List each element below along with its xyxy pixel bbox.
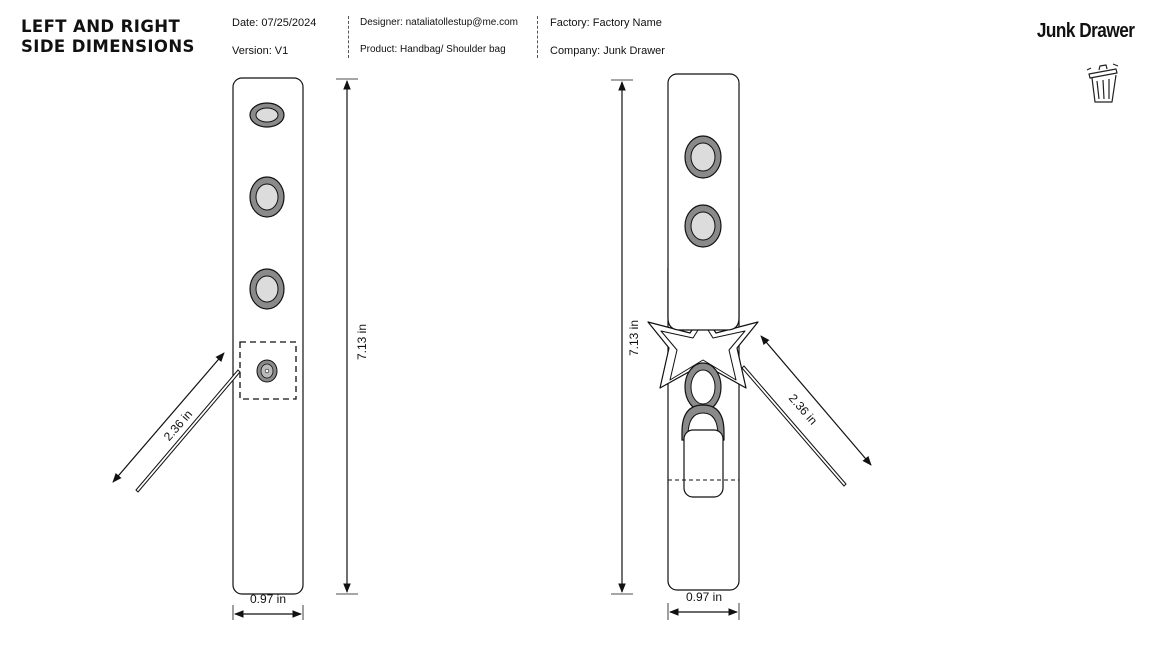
page-title: LEFT AND RIGHT SIDE DIMENSIONS [21,17,195,57]
title-line-1: LEFT AND RIGHT [21,17,181,36]
title-line-2: SIDE DIMENSIONS [21,37,195,56]
product-field: Product: Handbag/ Shoulder bag [360,44,506,55]
right-diagonal-extension [741,365,847,487]
left-grommet-middle [249,176,285,218]
right-height-label: 7.13 in [627,320,641,356]
trash-bin-icon [1086,63,1119,103]
date-field: Date: 07/25/2024 [232,17,317,29]
company-field: Company: Junk Drawer [550,45,665,57]
left-strap-body [232,77,304,595]
right-diagonal-dimension-line [760,335,872,466]
right-side-view: 7.13 in 0.97 in 2.36 in [611,73,872,620]
left-snap-area-dashed [239,341,297,400]
right-oval-ring [684,362,722,412]
header-divider-2 [537,16,538,58]
left-diagonal-dimension-line [112,352,225,483]
designer-field: Designer: nataliatollestup@me.com [360,17,519,28]
left-snap-button [256,359,278,383]
version-field: Version: V1 [232,45,289,57]
brand-name: Junk Drawer [1036,20,1134,42]
left-grommet-lower [249,268,285,310]
left-diagonal-extension [135,369,241,493]
left-width-label: 0.97 in [250,592,286,606]
right-grommet-upper [684,135,722,179]
factory-field: Factory: Factory Name [550,17,662,29]
right-grommet-lower [684,204,722,248]
left-diagonal-label: 2.36 in [161,407,195,443]
right-width-label: 0.97 in [686,590,722,604]
header-divider-1 [348,16,349,58]
left-side-view: 7.13 in 0.97 in 2.36 in [112,77,369,620]
left-height-label: 7.13 in [355,324,369,360]
right-lower-tab [683,429,724,498]
left-grommet-top [249,102,285,128]
right-upper-tab [667,268,740,331]
